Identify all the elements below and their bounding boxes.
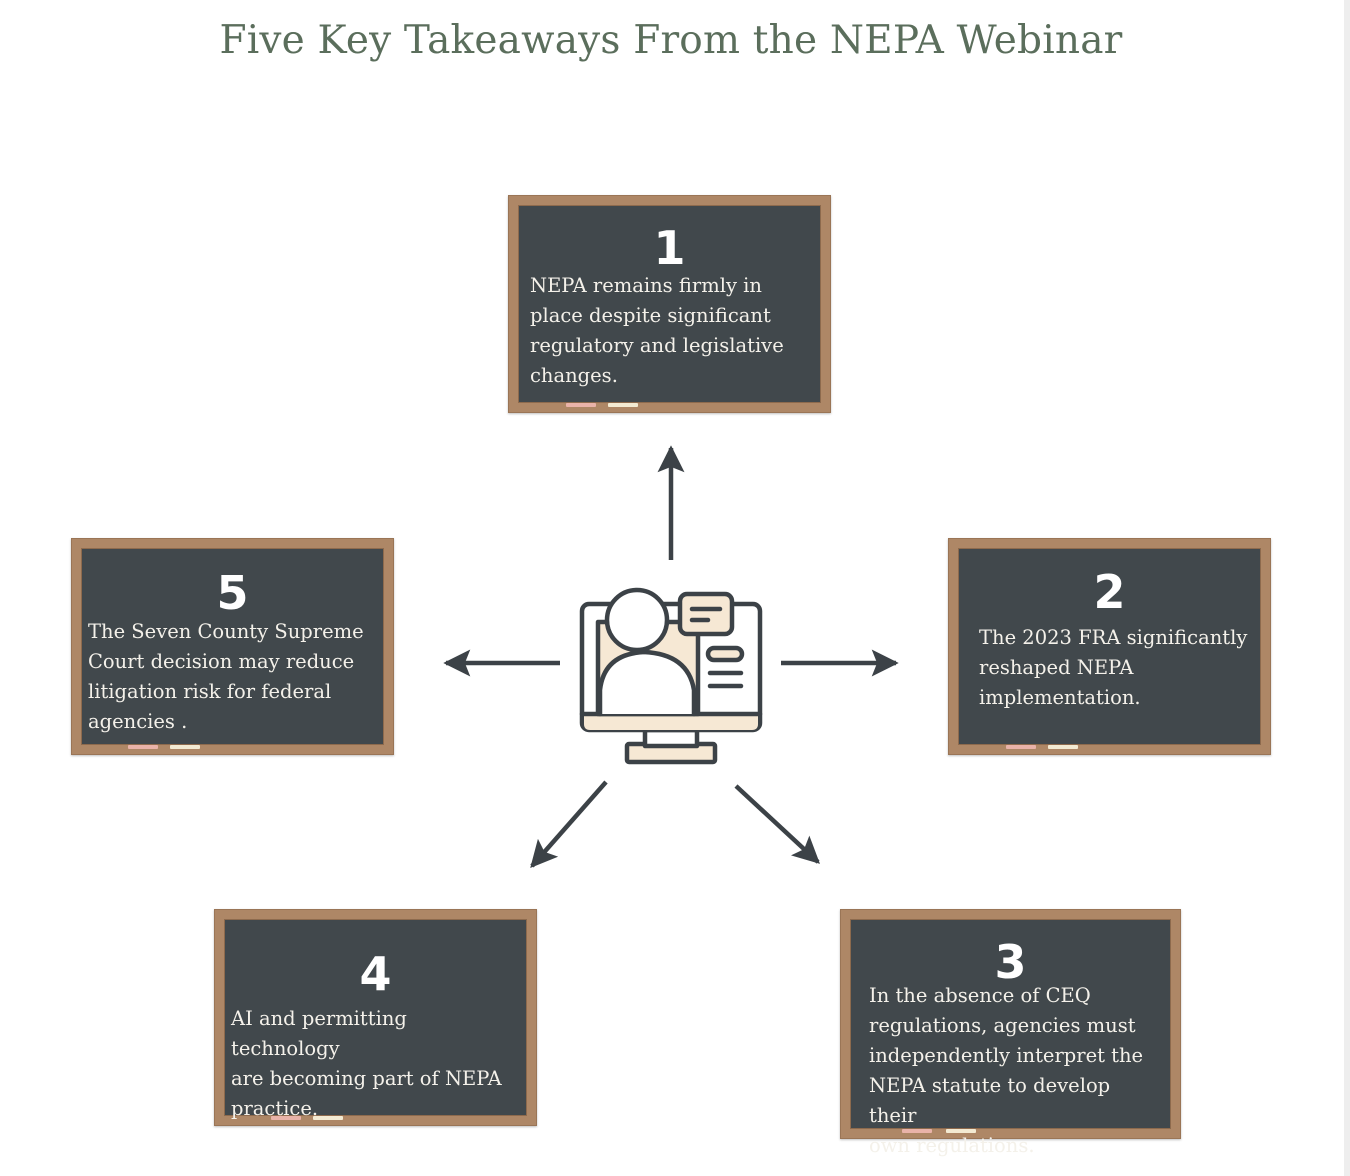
takeaway-text-line: implementation.	[979, 686, 1141, 709]
arrow-to-takeaway-3	[734, 784, 820, 864]
takeaway-text-line: The 2023 FRA significantly	[979, 626, 1248, 649]
chalk-piece-pink	[902, 1129, 932, 1133]
takeaway-number-1: 1	[653, 221, 686, 275]
takeaway-number-5: 5	[216, 566, 249, 620]
takeaway-text-3: In the absence of CEQ regulations, agenc…	[869, 981, 1163, 1161]
takeaway-text-line: NEPA statute to develop their	[869, 1074, 1111, 1127]
takeaway-board-4: 4 AI and permitting technology are becom…	[214, 909, 537, 1126]
chalk-piece-cream	[608, 403, 638, 407]
takeaway-number-2: 2	[1093, 565, 1126, 619]
takeaway-text-line: practice.	[231, 1097, 319, 1120]
page-edge	[1344, 0, 1350, 1176]
takeaway-number-4: 4	[359, 947, 392, 1001]
takeaway-board-1: 1 NEPA remains firmly in place despite s…	[508, 195, 831, 413]
takeaway-text-5: The Seven County Supreme Court decision …	[88, 617, 376, 737]
takeaway-board-2: 2 The 2023 FRA significantly reshaped NE…	[948, 538, 1271, 755]
chalk-piece-pink	[128, 745, 158, 749]
takeaway-text-line: regulatory and legislative	[530, 334, 784, 357]
takeaway-text-4: AI and permitting technology are becomin…	[231, 1004, 519, 1124]
takeaway-text-line: Court decision may reduce	[88, 650, 355, 673]
takeaway-text-line: independently interpret the	[869, 1044, 1144, 1067]
chalk-piece-cream	[1048, 745, 1078, 749]
arrow-to-takeaway-4	[530, 780, 608, 869]
takeaway-text-line: are becoming part of NEPA	[231, 1067, 502, 1090]
takeaway-text-2: The 2023 FRA significantly reshaped NEPA…	[979, 623, 1253, 713]
takeaway-text-line: The Seven County Supreme	[88, 620, 364, 643]
takeaway-board-3: 3 In the absence of CEQ regulations, age…	[840, 909, 1181, 1157]
takeaway-text-line: changes.	[530, 364, 618, 387]
chalk-piece-pink	[566, 403, 596, 407]
takeaway-board-5: 5 The Seven County Supreme Court decisio…	[71, 538, 394, 755]
chalk-piece-cream	[313, 1116, 343, 1120]
takeaway-text-line: own regulations.	[869, 1134, 1035, 1157]
takeaway-text-line: place despite significant	[530, 304, 771, 327]
takeaway-text-line: litigation risk for federal	[88, 680, 332, 703]
computer-user-icon	[579, 587, 763, 765]
chalk-piece-pink	[1006, 745, 1036, 749]
takeaway-number-3: 3	[994, 935, 1027, 989]
takeaway-text-line: reshaped NEPA	[979, 656, 1134, 679]
takeaway-text-line: NEPA remains firmly in	[530, 274, 762, 297]
chalk-piece-pink	[271, 1116, 301, 1120]
chalk-piece-cream	[170, 745, 200, 749]
takeaway-text-line: agencies .	[88, 710, 188, 733]
takeaway-text-line: AI and permitting technology	[231, 1007, 407, 1060]
takeaway-text-1: NEPA remains firmly in place despite sig…	[530, 271, 813, 391]
diagram-title: Five Key Takeaways From the NEPA Webinar	[219, 18, 1123, 63]
chalk-piece-cream	[946, 1129, 976, 1133]
takeaway-text-line: regulations, agencies must	[869, 1014, 1136, 1037]
takeaway-text-line: In the absence of CEQ	[869, 984, 1091, 1007]
